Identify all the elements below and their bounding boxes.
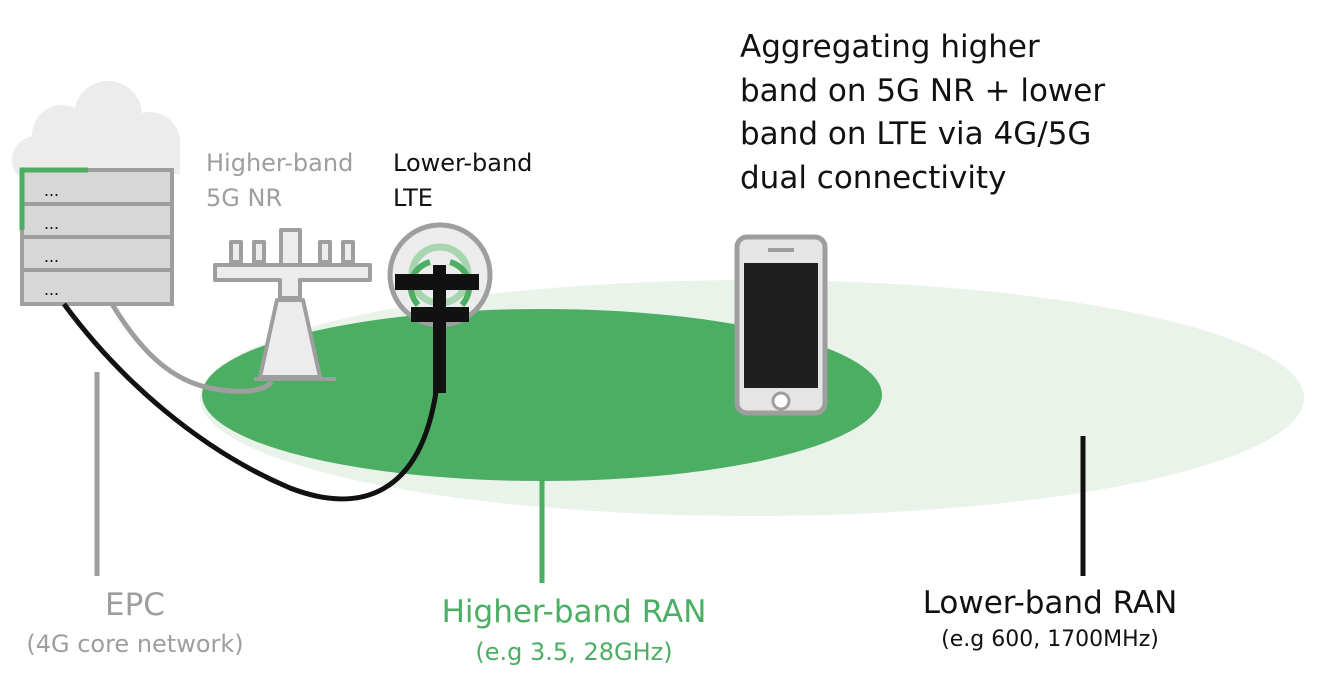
headline-line-4: dual connectivity bbox=[740, 159, 1007, 196]
lte-antenna-icon bbox=[387, 222, 493, 393]
server-slot-1: ... bbox=[44, 180, 59, 200]
lower-ran-title: Lower-band RAN bbox=[922, 585, 1178, 621]
server-slot-2: ... bbox=[44, 213, 59, 233]
server-slot-4: ... bbox=[44, 279, 59, 299]
higher-band-tower-label-line-1: Higher-band bbox=[206, 149, 354, 177]
epc-title: EPC bbox=[105, 587, 165, 623]
higher-band-coverage-area bbox=[202, 309, 882, 481]
gray-backhaul-cable bbox=[109, 302, 274, 394]
headline: Aggregating higher band on 5G NR + lower… bbox=[740, 26, 1105, 200]
higher-band-tower-label: Higher-band 5G NR bbox=[206, 146, 353, 216]
headline-line-2: band on 5G NR + lower bbox=[740, 72, 1106, 109]
epc-subtitle: (4G core network) bbox=[26, 630, 244, 658]
higher-ran-subtitle: (e.g 3.5, 28GHz) bbox=[475, 638, 673, 666]
lower-band-tower-label-line-1: Lower-band bbox=[393, 149, 533, 177]
headline-line-1: Aggregating higher bbox=[740, 29, 1040, 65]
server-slot-3: ... bbox=[44, 246, 59, 266]
black-backhaul-cable bbox=[61, 302, 439, 502]
higher-band-tower-label-line-2: 5G NR bbox=[206, 184, 283, 212]
cell-tower-icon bbox=[213, 228, 372, 381]
lower-band-tower-label: Lower-band LTE bbox=[393, 146, 532, 216]
smartphone-icon bbox=[734, 234, 828, 416]
headline-line-3: band on LTE via 4G/5G bbox=[740, 116, 1092, 152]
higher-ran-title: Higher-band RAN bbox=[441, 594, 707, 630]
server-icon bbox=[19, 167, 174, 306]
lower-ran-subtitle: (e.g 600, 1700MHz) bbox=[941, 627, 1159, 652]
lower-band-tower-label-line-2: LTE bbox=[393, 184, 433, 212]
